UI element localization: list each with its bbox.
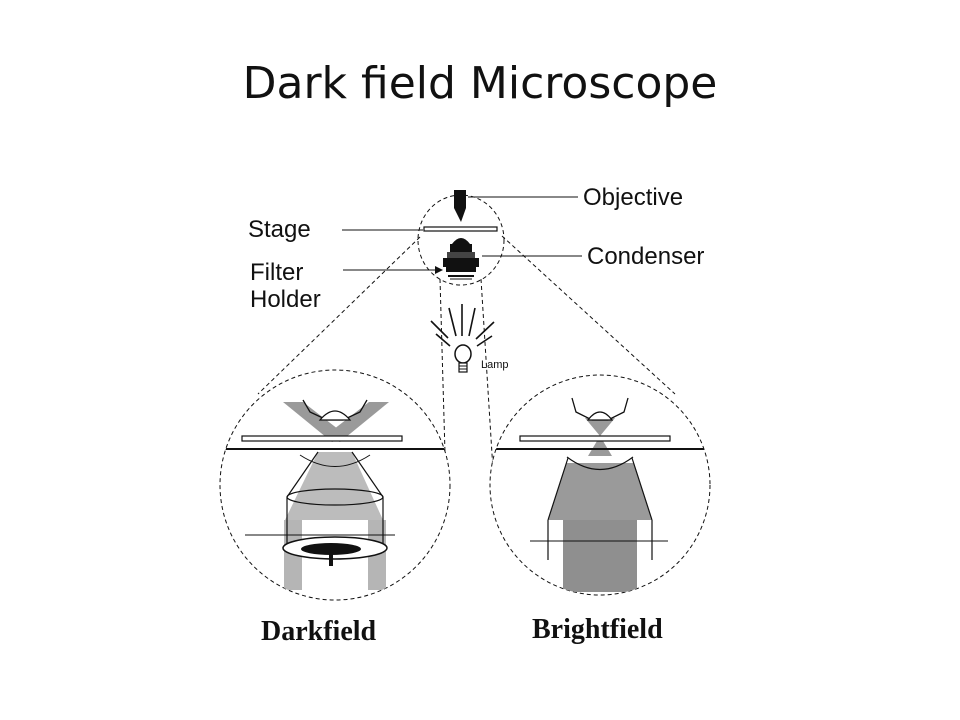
objective-icon <box>454 190 466 222</box>
lamp-icon <box>454 344 472 373</box>
darkfield-panel: Darkfield <box>219 369 451 647</box>
filter-holder-arrowhead <box>435 266 443 274</box>
filter-holder-label-line1: Filter <box>250 259 303 286</box>
stage-label: Stage <box>248 216 311 243</box>
condenser-label: Condenser <box>587 243 704 270</box>
lamp-label: Lamp <box>481 359 509 371</box>
stage-icon <box>423 226 498 232</box>
darkfield-label: Darkfield <box>261 616 377 647</box>
lamp-rays <box>430 304 495 347</box>
filter-holder-label-line2: Holder <box>250 286 321 313</box>
condenser-icon <box>443 238 479 280</box>
objective-label: Objective <box>583 184 683 211</box>
slide-title: Dark field Microscope <box>242 58 718 109</box>
projection-lines <box>257 235 676 471</box>
brightfield-panel: Brightfield <box>489 374 711 645</box>
top-zoom-circle <box>417 194 505 286</box>
brightfield-label: Brightfield <box>532 614 663 645</box>
